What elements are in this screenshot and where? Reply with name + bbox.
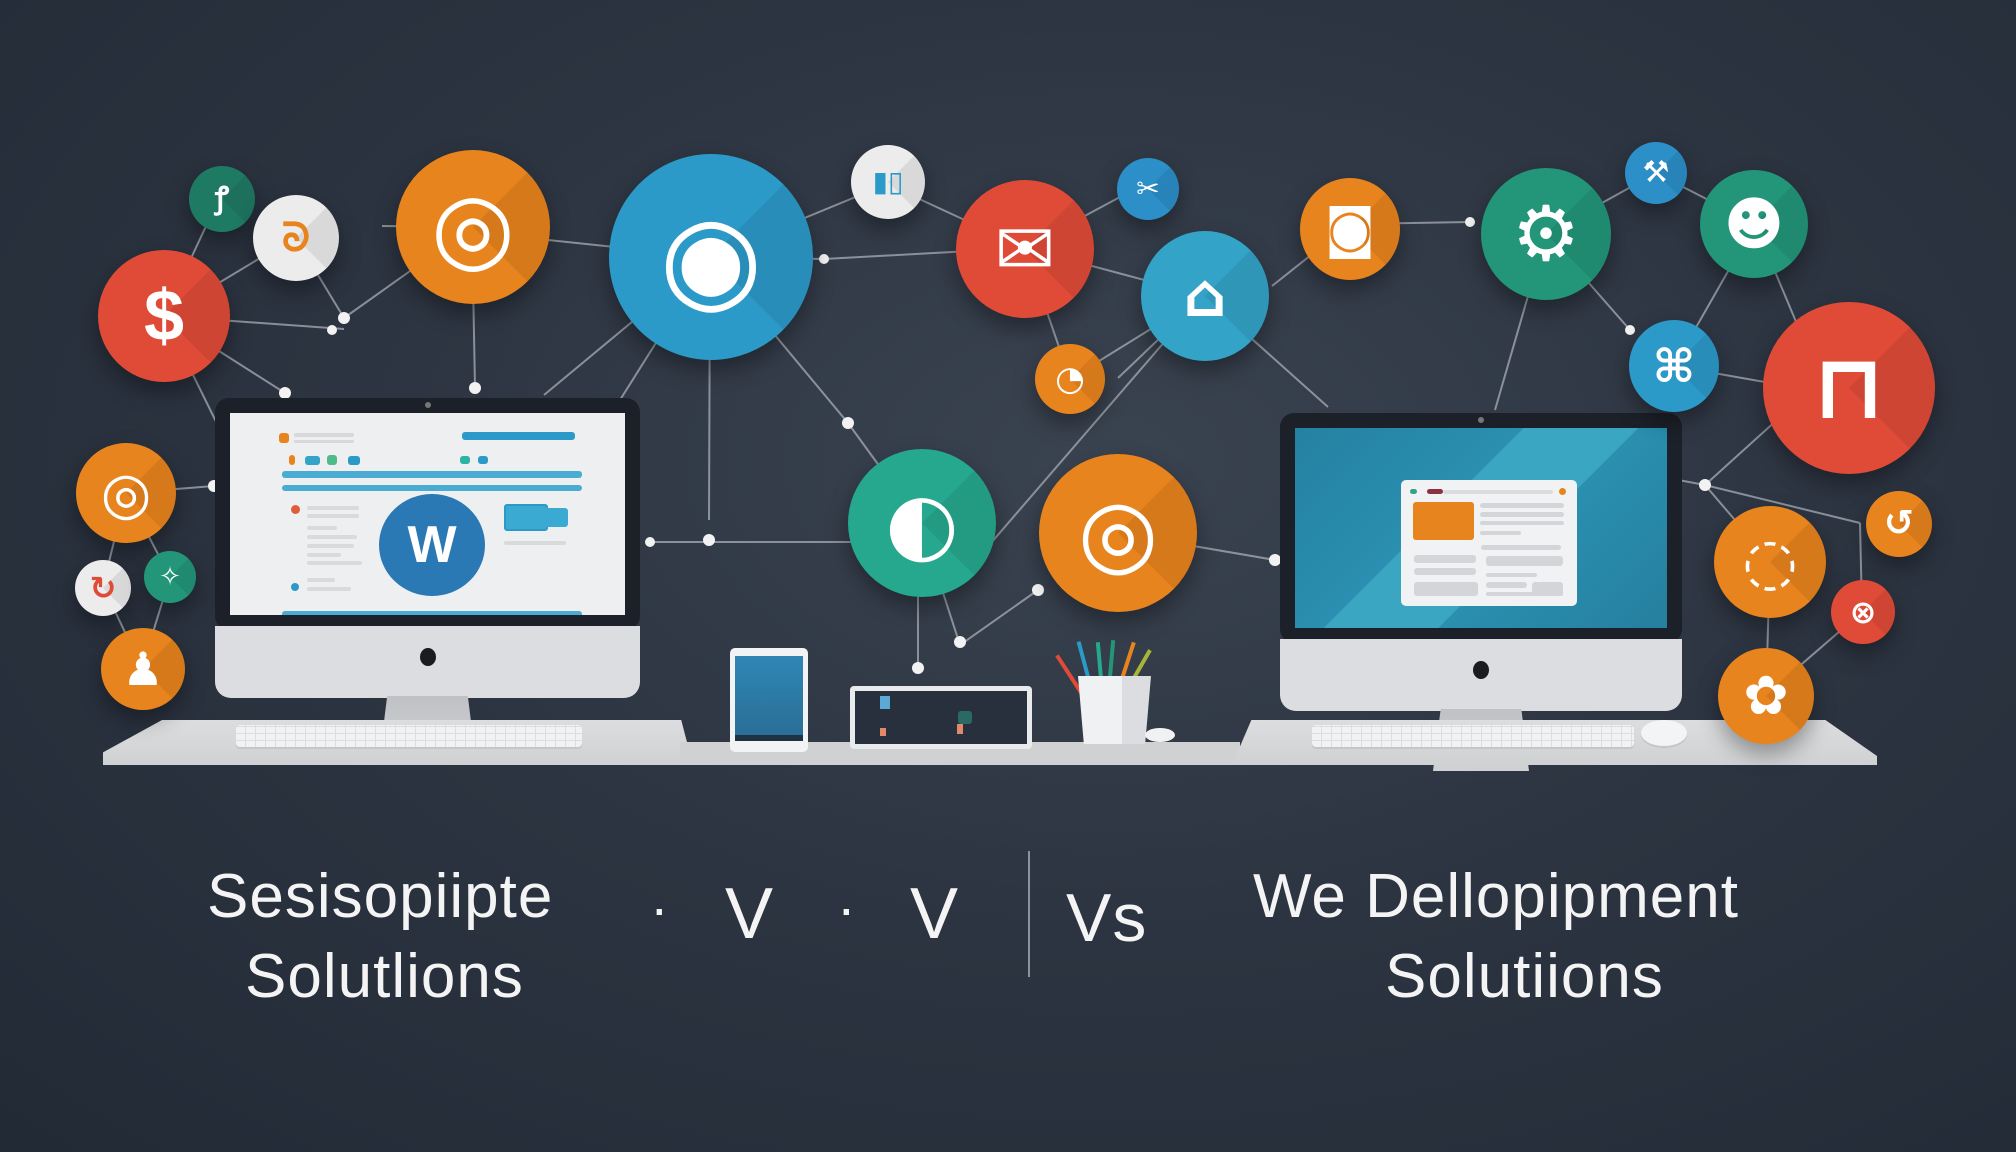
swirl-icon: ᘐ xyxy=(253,195,339,281)
chat-green-icon: ◐ xyxy=(848,449,996,597)
pencil-cup xyxy=(1055,640,1175,745)
wrench-icon: ⚒ xyxy=(1625,142,1687,204)
shopping-bag-icon: ⊓ xyxy=(1763,302,1935,474)
face-icon: ☻ xyxy=(1700,170,1808,278)
spark-icon: ✧ xyxy=(144,551,196,603)
headline-dot-1: · xyxy=(650,876,670,939)
link-icon: ⊗ xyxy=(1831,580,1895,644)
right-keyboard xyxy=(1312,725,1634,747)
book-icon: ▮▯ xyxy=(851,145,925,219)
spiral-icon: ◉ xyxy=(609,154,813,360)
refresh-icon: ↻ xyxy=(75,560,131,616)
card-icon: ⌂ xyxy=(1141,231,1269,361)
loop-icon: ↺ xyxy=(1866,491,1932,557)
search-eye-icon: ◎ xyxy=(76,443,176,543)
left-monitor: W xyxy=(215,398,640,758)
left-keyboard xyxy=(236,725,582,747)
globe-bag-icon: ⌘ xyxy=(1629,320,1719,412)
browser-window xyxy=(1401,480,1577,606)
right-monitor-screen xyxy=(1295,428,1667,628)
webcam xyxy=(424,402,431,408)
wordpress-logo: W xyxy=(379,494,485,596)
headline-right-line1: We Dellopipment xyxy=(1253,862,1739,931)
headline-vs: Vs xyxy=(1066,880,1148,956)
headline-dot-2: · xyxy=(837,876,857,939)
user-icon: ♟ xyxy=(101,628,185,710)
stethoscope-icon: ꝭ xyxy=(189,166,255,232)
mail-icon: ✉ xyxy=(956,180,1094,318)
headline-v-2: V xyxy=(910,874,960,954)
headline-right-line2: Solutiions xyxy=(1385,942,1664,1011)
dollar-icon: $ xyxy=(98,250,230,382)
target-pin-icon: ◎ xyxy=(396,150,550,304)
laptop-screen xyxy=(850,686,1032,749)
webcam xyxy=(1478,417,1484,423)
tool-icon: ✂ xyxy=(1117,158,1179,220)
gear-icon: ⚙ xyxy=(1481,168,1611,300)
mouse xyxy=(1641,720,1687,746)
camera-icon: ◙ xyxy=(1300,178,1400,280)
right-monitor-chin xyxy=(1280,639,1682,711)
wordpress-logo-letter: W xyxy=(407,516,457,574)
headline-left-line2: Solutlions xyxy=(245,942,524,1011)
tablet xyxy=(730,648,808,752)
left-monitor-screen: W xyxy=(230,413,625,615)
chat-orange-icon: ◎ xyxy=(1039,454,1197,612)
left-monitor-chin xyxy=(215,626,640,698)
headline-divider xyxy=(1028,851,1030,977)
headline-v-1: V xyxy=(725,874,775,954)
tag-icon: ◔ xyxy=(1035,344,1105,414)
puzzle-icon: ✿ xyxy=(1718,648,1814,744)
ubuntu-icon: ◌ xyxy=(1714,506,1826,618)
desk-middle xyxy=(680,742,1240,765)
headline-left-line1: Sesisopiipte xyxy=(207,862,554,931)
